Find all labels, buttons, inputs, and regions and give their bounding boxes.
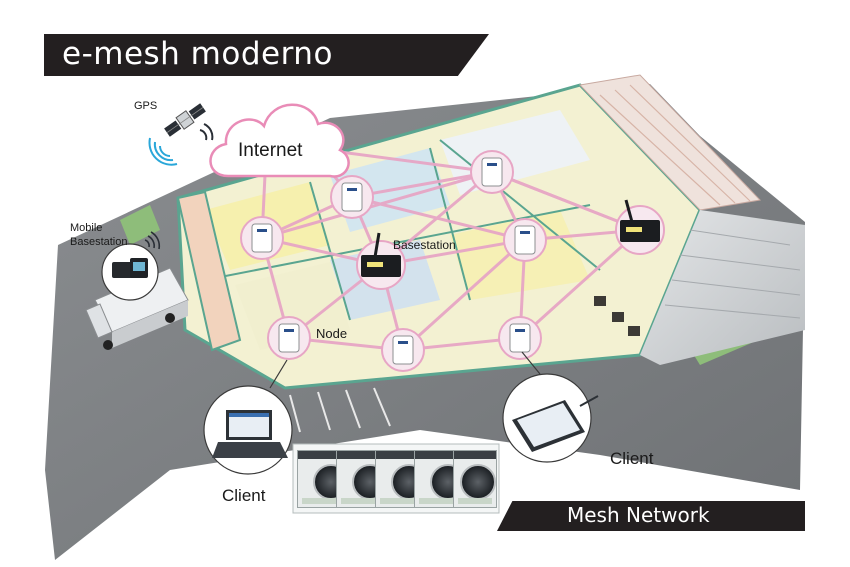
tablet-icon [502, 351, 599, 463]
roof-ribs [664, 229, 801, 319]
node-device-icon [503, 218, 547, 262]
node-device-icon [240, 216, 284, 260]
title-banner: e-mesh moderno [44, 34, 489, 76]
loading-docks [594, 296, 640, 336]
room [235, 262, 350, 350]
mobile-signal-icon [144, 231, 161, 250]
satellite-icon [164, 103, 206, 137]
gps-label: GPS [134, 100, 158, 112]
left-wing [176, 190, 242, 352]
node-label: Node [316, 326, 348, 341]
page-title: e-mesh moderno [62, 36, 333, 72]
node-device-icon [470, 150, 514, 194]
node-device-icon [267, 316, 311, 360]
parking-lines [289, 387, 391, 433]
storage-shelves [599, 84, 751, 206]
mobile-label: Mobile [70, 222, 103, 234]
node-device-icon [381, 328, 425, 372]
client-label-left: Client [222, 486, 266, 505]
signal-icon [199, 123, 214, 141]
roof [640, 210, 805, 365]
basestation-label: Basestation [393, 238, 456, 252]
footer-banner: Mesh Network [497, 501, 805, 531]
satellite-signal-icon [148, 137, 178, 166]
footer-title: Mesh Network [567, 503, 710, 527]
cloud-icon [209, 103, 350, 178]
internet-label: Internet [238, 140, 303, 161]
basestation-router-icon [615, 199, 665, 255]
node-device-icon [330, 175, 374, 219]
mobile-basestation-icon [101, 243, 159, 301]
node-device-icon [498, 316, 542, 360]
lawn [120, 205, 160, 245]
dashboard-card [453, 450, 497, 508]
client-label-right: Client [610, 449, 654, 468]
basestation-router-icon [356, 232, 406, 290]
mobile-basestation-label: Basestation [70, 236, 128, 248]
laptop-icon [203, 359, 293, 475]
